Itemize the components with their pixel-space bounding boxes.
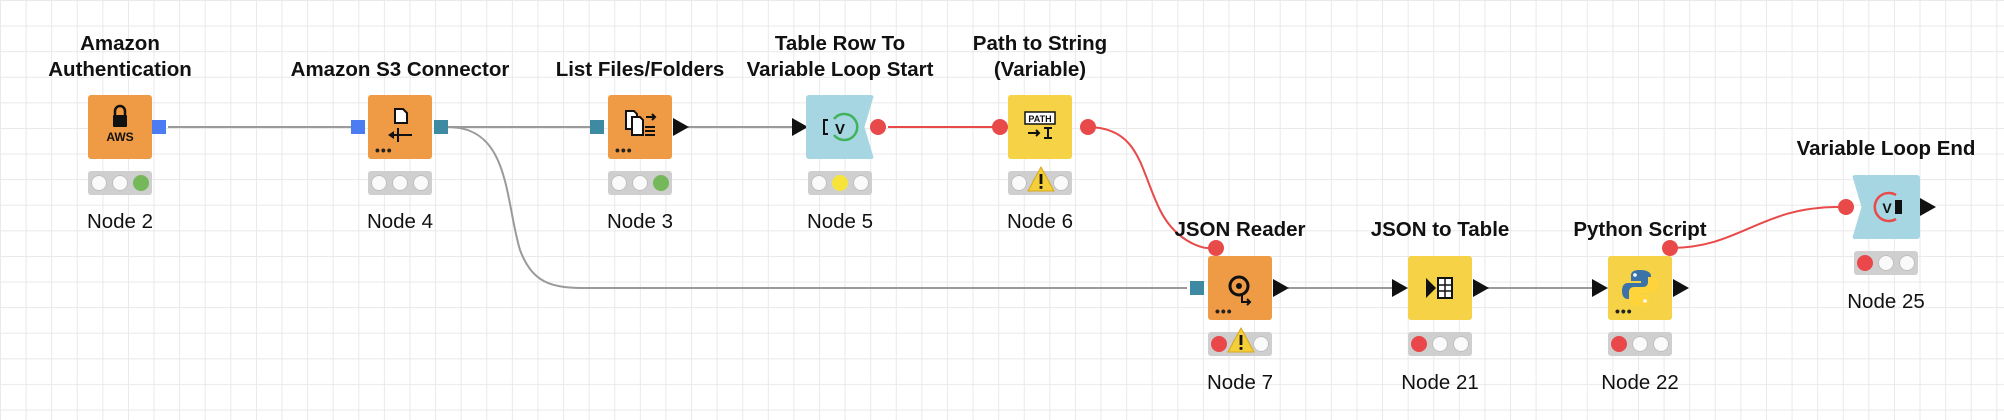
node-title: Python Script <box>1573 218 1707 241</box>
filesystem-input-port[interactable] <box>590 120 604 134</box>
node-title: Table Row To Variable Loop Start <box>746 32 934 81</box>
connection-python-to-loopend[interactable] <box>1669 206 1839 249</box>
node-title: JSON to Table <box>1370 218 1510 241</box>
node-body[interactable]: V <box>1852 175 1920 239</box>
warning-icon[interactable] <box>1026 165 1056 193</box>
status-traffic-light <box>1854 251 1918 275</box>
node-label[interactable]: Node 4 <box>366 210 434 233</box>
filesystem-input-port[interactable] <box>1190 281 1204 295</box>
status-traffic-light <box>1408 332 1472 356</box>
data-input-port[interactable] <box>1392 279 1408 297</box>
node-body[interactable] <box>1408 256 1472 320</box>
data-input-port[interactable] <box>792 118 808 136</box>
data-output-port[interactable] <box>673 118 689 136</box>
node-title: Amazon S3 Connector <box>290 58 510 81</box>
node-body[interactable]: ••• <box>608 95 672 159</box>
file-connector-icon <box>388 108 412 142</box>
data-input-port[interactable] <box>1592 279 1608 297</box>
variable-output-port[interactable] <box>870 119 886 135</box>
more-options-icon: ••• <box>1215 303 1233 319</box>
node-body[interactable]: AWS <box>88 95 152 159</box>
more-options-icon: ••• <box>615 142 633 158</box>
variable-output-port[interactable] <box>1662 240 1678 256</box>
more-options-icon: ••• <box>1615 303 1633 319</box>
status-traffic-light <box>808 171 872 195</box>
data-output-port[interactable] <box>1473 279 1489 297</box>
python-icon <box>1622 270 1658 306</box>
node-label[interactable]: Node 22 <box>1601 371 1679 394</box>
path-label: PATH <box>1028 114 1051 124</box>
node-title: Variable Loop End <box>1796 137 1976 160</box>
warning-icon[interactable] <box>1226 326 1256 354</box>
connection-pathstring-to-jsonreader[interactable] <box>1086 126 1209 249</box>
variable-input-port[interactable] <box>1838 199 1854 215</box>
node-label[interactable]: Node 6 <box>1006 210 1074 233</box>
node-body[interactable]: ••• <box>1208 256 1272 320</box>
node-title: List Files/Folders <box>555 58 725 81</box>
node-label[interactable]: Node 2 <box>86 210 154 233</box>
node-body[interactable]: PATH <box>1008 95 1072 159</box>
node-body[interactable]: V <box>806 95 874 159</box>
node-title: Path to String (Variable) <box>972 32 1108 81</box>
status-traffic-light <box>1608 332 1672 356</box>
aws-label: AWS <box>106 130 133 144</box>
loop-end-icon: V <box>1873 191 1902 223</box>
connection-s3-to-jsonreader[interactable] <box>447 126 1187 290</box>
status-traffic-light <box>368 171 432 195</box>
data-output-port[interactable] <box>1673 279 1689 297</box>
filesystem-output-port[interactable] <box>434 120 448 134</box>
data-output-port[interactable] <box>1273 279 1289 297</box>
node-title: Amazon Authentication <box>48 32 192 81</box>
variable-input-port[interactable] <box>992 119 1008 135</box>
variable-v-label: V <box>835 121 845 138</box>
json-reader-icon <box>1228 275 1252 306</box>
data-output-port[interactable] <box>1920 198 1936 216</box>
aws-lock-icon: AWS <box>106 104 134 144</box>
json-to-table-icon <box>1426 277 1453 299</box>
credential-output-port[interactable] <box>152 120 166 134</box>
node-label[interactable]: Node 21 <box>1401 371 1479 394</box>
variable-v-label: V <box>1882 200 1892 216</box>
credential-input-port[interactable] <box>351 120 365 134</box>
variable-output-port[interactable] <box>1080 119 1096 135</box>
list-files-icon <box>625 110 657 136</box>
node-label[interactable]: Node 7 <box>1206 371 1274 394</box>
node-title: JSON Reader <box>1174 218 1306 241</box>
status-traffic-light <box>88 171 152 195</box>
variable-input-port[interactable] <box>1208 240 1224 256</box>
node-label[interactable]: Node 5 <box>806 210 874 233</box>
node-label[interactable]: Node 3 <box>606 210 674 233</box>
status-traffic-light <box>608 171 672 195</box>
more-options-icon: ••• <box>375 142 393 158</box>
path-to-string-icon: PATH <box>1024 111 1056 139</box>
loop-start-icon: V <box>823 112 859 142</box>
node-body[interactable]: ••• <box>368 95 432 159</box>
node-body[interactable]: ••• <box>1608 256 1672 320</box>
node-label[interactable]: Node 25 <box>1847 290 1925 313</box>
